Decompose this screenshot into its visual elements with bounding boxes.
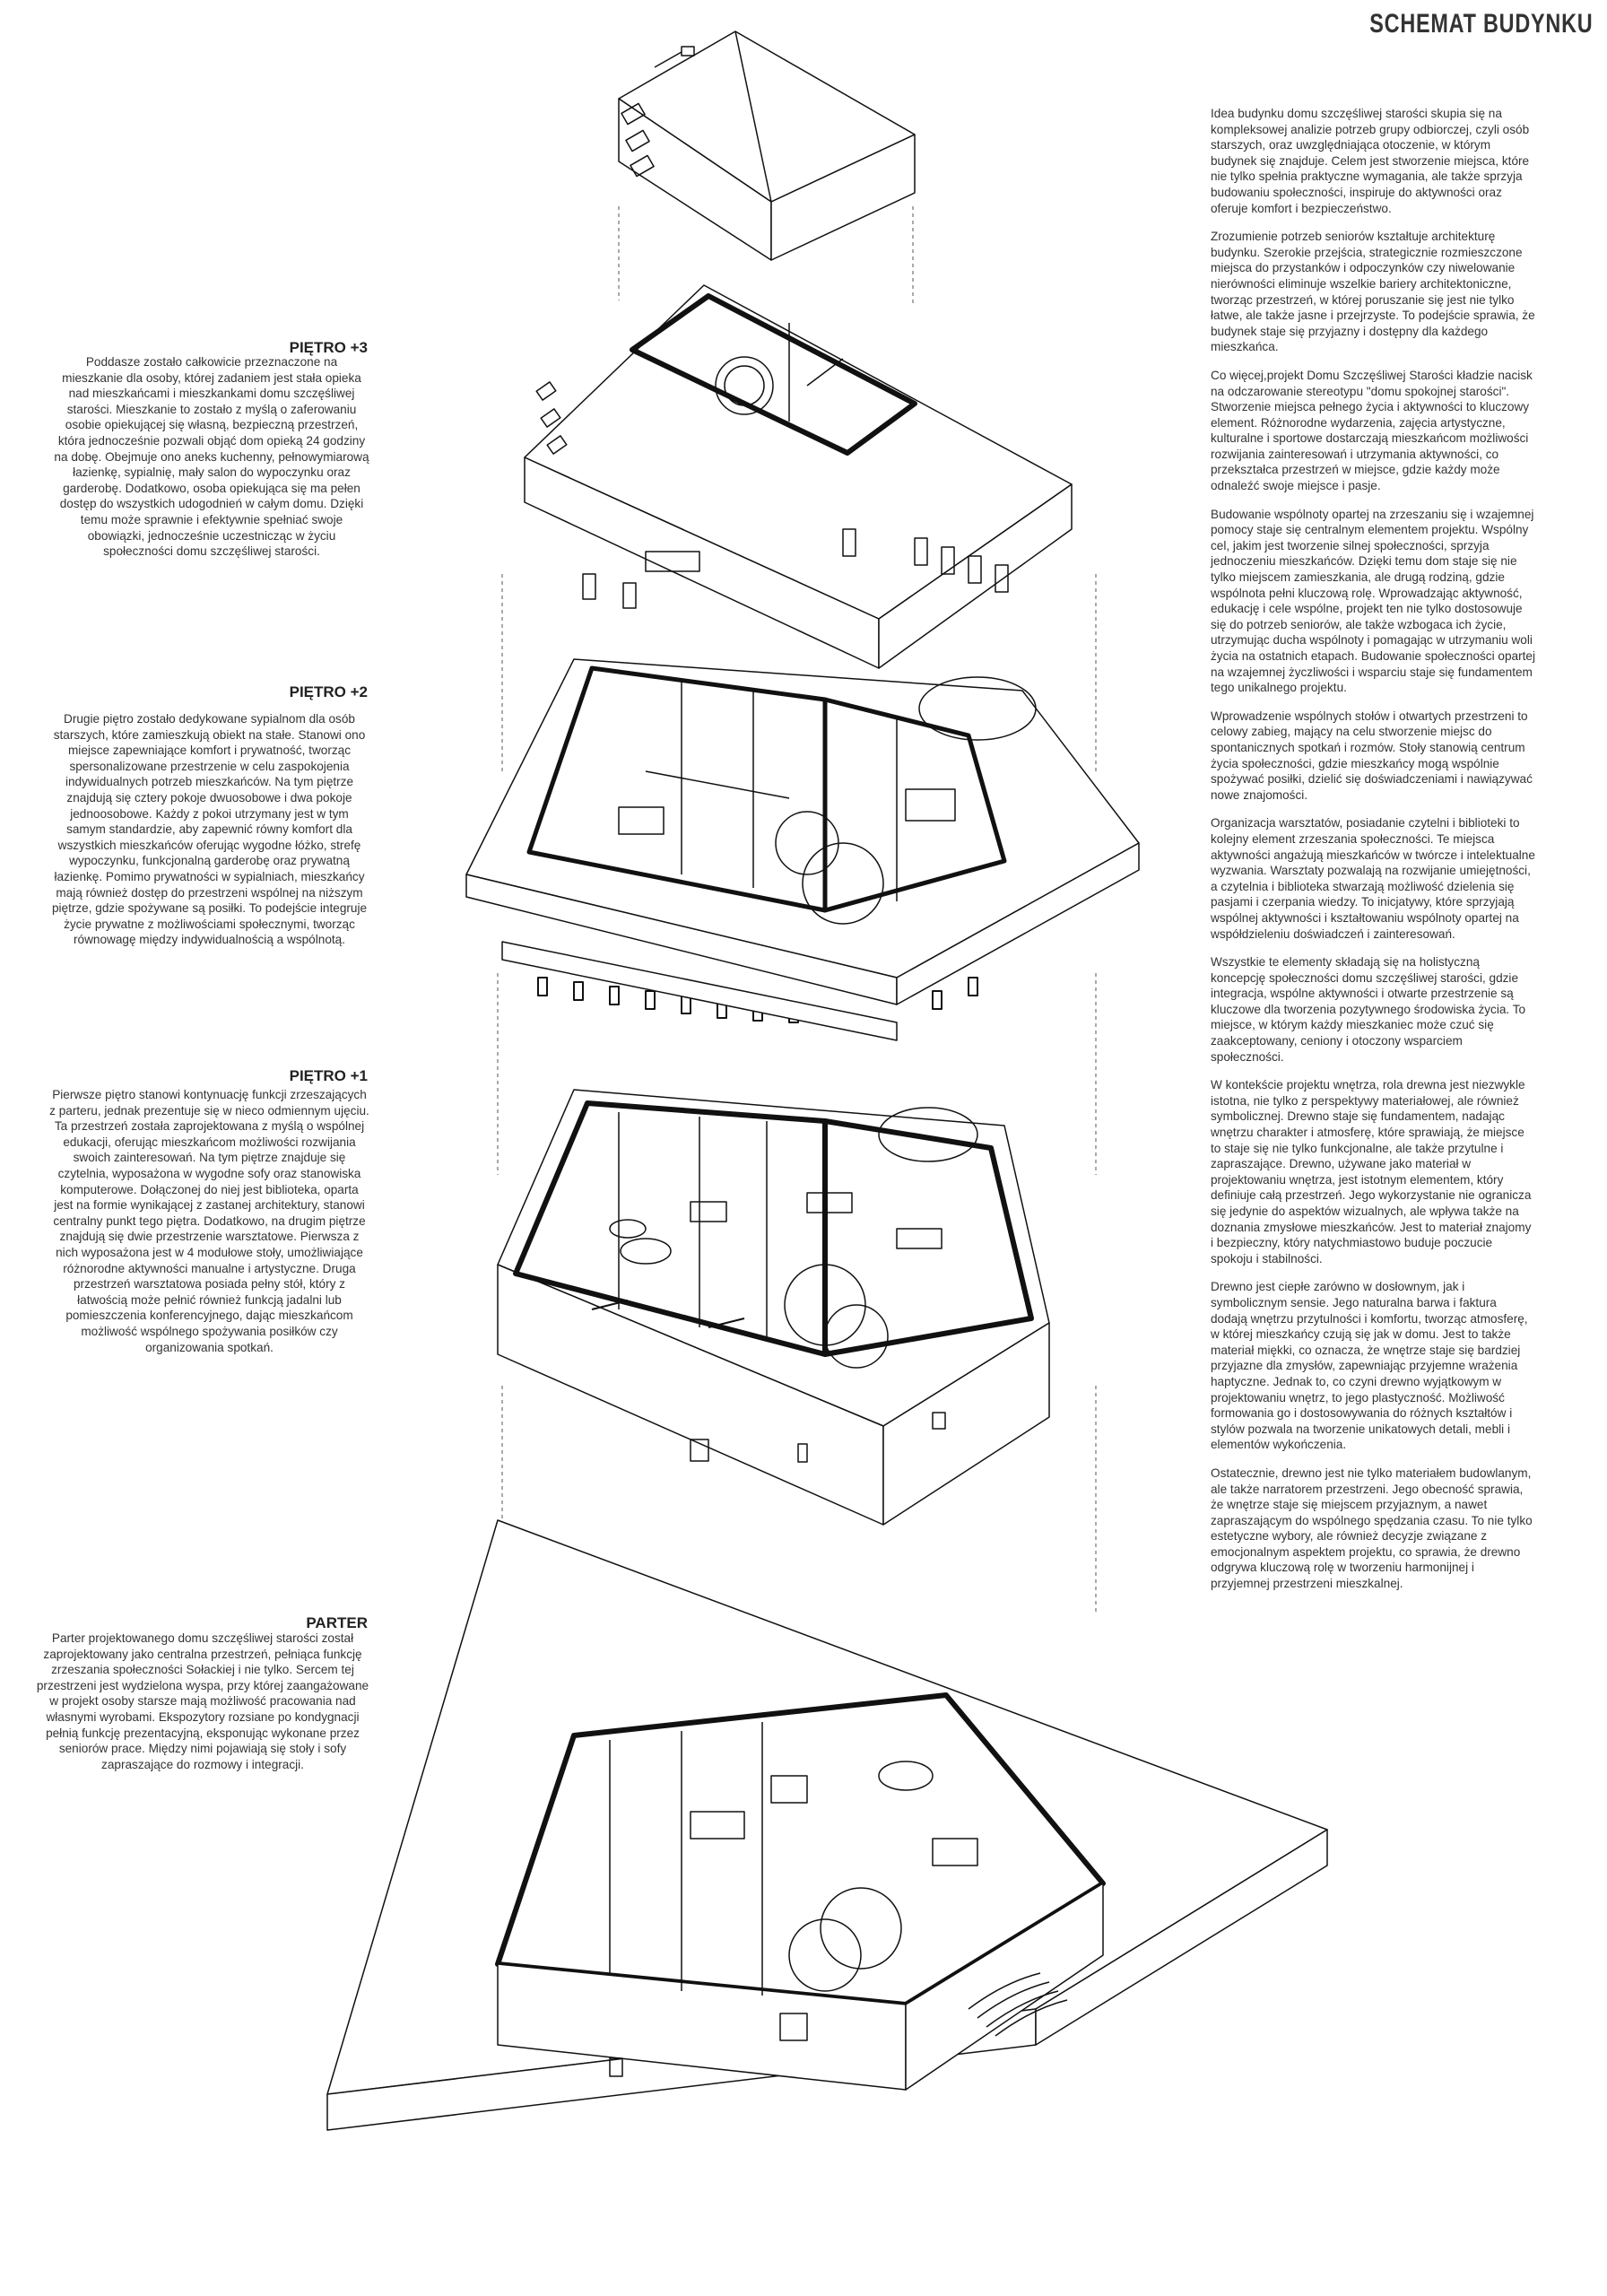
floor-heading-pietro1: PIĘTRO +1 (289, 1067, 368, 1084)
alignment-arrows (497, 206, 1097, 1614)
description-column: Idea budynku domu szczęśliwej starości s… (1211, 106, 1535, 1605)
description-paragraph: Wprowadzenie wspólnych stołów i otwartyc… (1211, 709, 1533, 802)
floor-text-parter: Parter projektowanego domu szczęśliwej s… (36, 1631, 369, 1771)
entrance-steps (968, 1972, 1068, 2037)
floor-text-pietro2: Drugie piętro zostało dedykowane sypialn… (51, 712, 368, 947)
description-paragraph: Wszystkie te elementy składają się na ho… (1211, 955, 1526, 1064)
bookshelf-lines (591, 1300, 745, 1328)
description-paragraph: Budowanie wspólnoty opartej na zrzeszani… (1211, 507, 1535, 695)
description-paragraph: Drewno jest ciepłe zarówno w dosłownym, … (1211, 1280, 1528, 1452)
ground-floor-block (326, 1519, 1328, 2131)
roof-block (618, 30, 916, 261)
description-paragraph: Zrozumienie potrzeb seniorów kształtuje … (1211, 230, 1535, 354)
floor-plus2-block (465, 658, 1140, 1041)
description-paragraph: Organizacja warsztatów, posiadanie czyte… (1211, 816, 1535, 941)
description-paragraph: Idea budynku domu szczęśliwej starości s… (1211, 107, 1530, 215)
floor-text-pietro1: Pierwsze piętro stanowi kontynuację funk… (49, 1088, 369, 1354)
floor-heading-parter: PARTER (306, 1614, 368, 1631)
description-paragraph: Ostatecznie, drewno jest nie tylko mater… (1211, 1465, 1533, 1591)
floor-heading-pietro2: PIĘTRO +2 (289, 683, 368, 700)
page-title: SCHEMAT BUDYNKU (1368, 9, 1593, 39)
floor-plus1-block (497, 1089, 1050, 1526)
floor-heading-pietro3: PIĘTRO +3 (289, 339, 368, 356)
description-paragraph: W kontekście projektu wnętrza, rola drew… (1211, 1078, 1532, 1265)
floor-plus3-block (524, 284, 1073, 669)
description-paragraph: Co więcej,projekt Domu Szczęśliwej Staro… (1211, 368, 1533, 493)
floor-text-pietro3: Poddasze zostało całkowicie przeznaczone… (54, 355, 369, 559)
